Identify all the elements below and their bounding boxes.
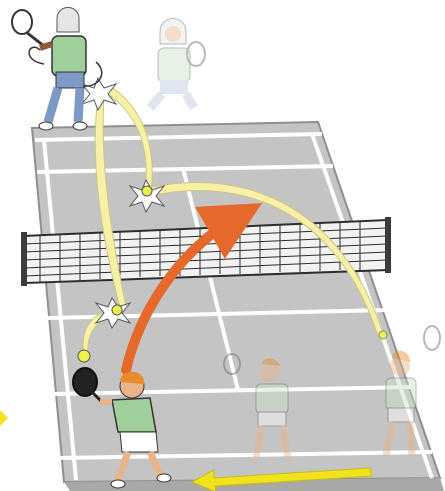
- receiver-player: [12, 8, 102, 131]
- court-surface: [32, 122, 440, 482]
- racket-icon: [12, 10, 32, 34]
- tennis-court: [32, 122, 444, 491]
- net-post-left: [21, 232, 27, 286]
- receiver-partner: [150, 19, 205, 109]
- net-post-right: [385, 217, 391, 273]
- edge-arrow-icon: [0, 410, 8, 426]
